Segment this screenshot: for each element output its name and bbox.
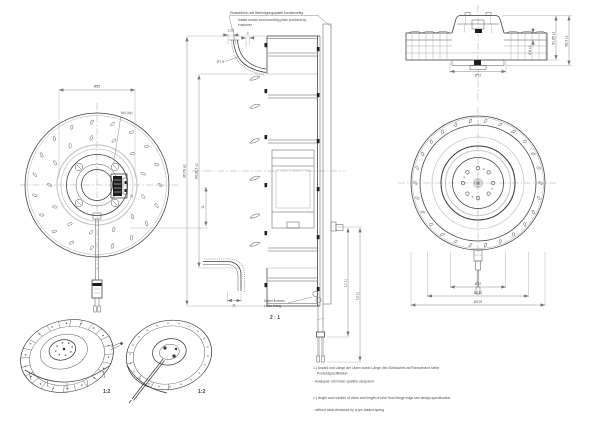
top-dim-height1-label: 50.85 ±1 [551, 31, 555, 44]
section-dim-len2: L2 1) [327, 227, 362, 363]
front-ref-label: 1) [130, 194, 133, 198]
section-dim-flange: 11 [227, 292, 242, 308]
iso-front-cable [110, 342, 121, 348]
front-rivet-ring-outer [32, 119, 163, 250]
iso-back-holes [129, 322, 209, 388]
iso-front-depth [24, 365, 110, 383]
footnote-en2: - without axial clearance by a pre-loade… [313, 408, 384, 412]
rivet-marks [264, 43, 320, 292]
iso-front-depth-ticks [28, 370, 106, 390]
cable-fixing-label-en: cable fixing [264, 304, 281, 308]
customer-note-de: Einlaufdüse und Befestigungsplatte kunde… [230, 11, 303, 15]
top-dim-diameter-label: Ø72 [475, 74, 482, 78]
mounting-plate-hatched [322, 23, 332, 305]
section-dim-outer-label: Ø178 ±2 [182, 164, 186, 177]
footnote-de2: Produktspezifikation [317, 372, 347, 376]
iso-back-hub [152, 338, 187, 366]
cable-fixing-callout: Kabel fixieren cable fixing 2 : 1 [264, 296, 313, 321]
rear-circles [410, 115, 546, 251]
rear-hub-holes [461, 166, 495, 200]
iso-back-terminals [163, 346, 178, 358]
front-rivet-ring-inner [47, 135, 146, 235]
front-view: 1) Ø55 M4 (4x) 11 [20, 85, 208, 313]
rear-view: Ø72 Ø132 Ø175 [398, 107, 558, 307]
top-hub-cap [451, 12, 505, 34]
intake-nozzle [229, 39, 267, 76]
section-radius-note-label: R7.5 [217, 60, 224, 64]
section-dim-len1-label: L1 1) [343, 279, 347, 287]
blade-sections [249, 75, 261, 247]
customer-note-en1: Intake nozzle and mounting plate provide… [238, 18, 307, 22]
top-body [405, 31, 548, 61]
iso-front-hub-holes [54, 342, 74, 356]
front-hub-screws [74, 162, 120, 208]
top-dim-height2: 58.3 ±1 [506, 15, 572, 66]
footnotes: 1.) Anzahl und Länge der Litzen sowie Lä… [313, 366, 450, 412]
section-view: Ø178 ±2 Ø128.5 ±1 1.23 2 R7.5 [182, 23, 362, 363]
rear-shaft [472, 177, 484, 189]
section-dim-gap2: 2 [241, 32, 255, 47]
front-dim-diameter: Ø55 [58, 85, 136, 178]
section-dim-inlet: Ø128.5 ±1 [195, 73, 264, 269]
rear-dim-d1: Ø72 [450, 252, 506, 289]
section-dim-len1: L1 1) [327, 226, 362, 338]
section-dim-outer: Ø178 ±2 [182, 35, 265, 307]
customer-note: Einlaufdüse und Befestigungsplatte kunde… [228, 11, 332, 45]
iso-front-view: 1:2 [20, 319, 123, 395]
top-dim-hub-label: 6.8 ±1 [528, 45, 532, 55]
iso-front-shroud [39, 333, 88, 370]
rear-hub-dots [463, 168, 493, 198]
section-dim-gap1: 1.23 [222, 29, 239, 44]
section-cable [312, 221, 344, 363]
impeller-back-disc [317, 36, 321, 306]
top-dim-height2-label: 58.3 ±1 [564, 35, 568, 46]
rear-dim-d2-label: Ø132 [474, 291, 482, 295]
iso-back-blade-ticks [126, 351, 170, 390]
iso-back-scale-label: 1:2 [198, 389, 205, 395]
section-radius-note: R7.5 [217, 56, 239, 64]
front-motor-flange [56, 144, 138, 226]
iso-back-depth [126, 364, 168, 394]
motor-section [271, 149, 315, 229]
section-dim-gap2-label: 2 [247, 32, 249, 36]
section-dim-len2-label: L2 1) [355, 292, 359, 300]
rear-rivet-ring [413, 118, 543, 248]
front-thread-note: M4 (4x) [113, 111, 133, 165]
customer-note-en2: customer [238, 23, 253, 27]
footnote-en1: 1.) length and number of wires and lengt… [313, 396, 450, 400]
front-thread-note-label: M4 (4x) [121, 111, 133, 115]
footnote-de1: 1.) Anzahl und Länge der Litzen sowie Lä… [313, 366, 439, 370]
top-motor-base [451, 59, 505, 70]
top-dim-diameter: Ø72 [449, 62, 507, 78]
top-dim-height1: 50.85 ±1 [502, 15, 572, 61]
rear-dim-d1-label: Ø72 [475, 282, 482, 286]
detail-scale-label: 2 : 1 [270, 315, 280, 321]
iso-front-scale-label: 1:2 [103, 389, 110, 395]
iso-back-cable [128, 358, 165, 404]
front-dim-offset: 11 [130, 186, 208, 229]
rear-cable [473, 249, 483, 295]
rear-dim-d3-label: Ø175 [474, 300, 482, 304]
section-dim-gap1-label: 1.23 [227, 29, 234, 33]
intake-nozzle-lower [203, 258, 246, 292]
rear-dim-d2: Ø132 [427, 252, 529, 298]
top-dim-hub: 6.8 ±1 [506, 28, 536, 55]
iso-front-rim-holes [24, 322, 110, 390]
top-view: 50.85 ±1 58.3 ±1 6.8 ±1 Ø72 [405, 5, 572, 103]
cable-fixing-label-de: Kabel fixieren [264, 299, 285, 303]
section-dim-flange-label: 11 [232, 304, 236, 308]
footnote-de3: - Axialspiel: mit Feder spielfrei verspa… [313, 380, 374, 384]
section-dim-inlet-label: Ø128.5 ±1 [195, 163, 199, 179]
top-blade-edges [411, 33, 547, 60]
impeller-internal-lines [268, 52, 317, 282]
front-dim-offset-label: 11 [201, 205, 205, 209]
front-terminal-block [110, 173, 128, 199]
rear-dim-d3: Ø175 [410, 252, 546, 307]
front-dim-diameter-label: Ø55 [94, 85, 101, 89]
iso-back-view: 1:2 [125, 319, 213, 404]
iso-front-hub [48, 339, 77, 361]
front-impeller-outline [24, 112, 170, 258]
front-cable [91, 212, 103, 313]
